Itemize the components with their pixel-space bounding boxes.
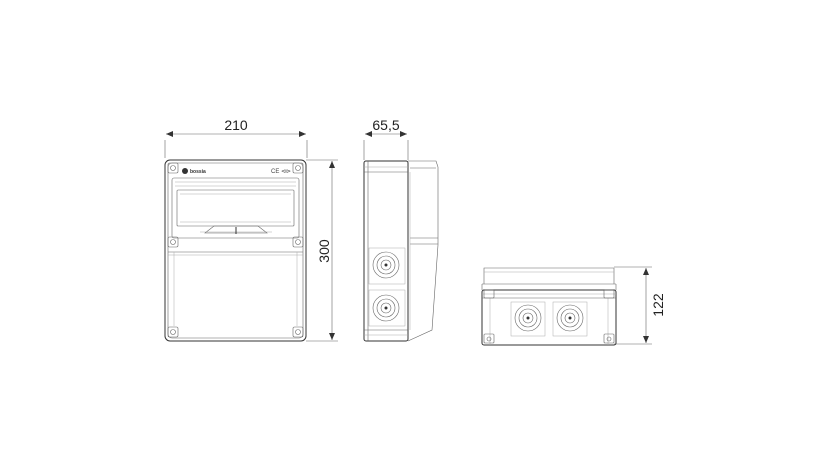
side-view: 65,5 [363, 117, 439, 342]
brand-logo-icon [182, 168, 188, 174]
certification-marks: CE ⊲⊳ [271, 169, 291, 175]
window-frame [171, 177, 300, 239]
side-height-dimension-label: 122 [650, 293, 666, 317]
cover-latch [204, 225, 268, 234]
side-lid-profile [407, 160, 439, 342]
width-dimension-label: 210 [224, 117, 248, 133]
front-body-inner [167, 162, 304, 339]
bottom-corner-screws [483, 289, 615, 344]
bottom-cable-gland-left [510, 301, 546, 337]
depth-dimension-label: 65,5 [372, 117, 399, 133]
bottom-view: 122 [481, 266, 666, 346]
side-body-outline [363, 160, 409, 342]
side-cable-gland-lower [368, 289, 406, 327]
bottom-body-outline [481, 289, 617, 346]
side-cable-gland-upper [368, 247, 406, 285]
front-corner-screws [167, 162, 304, 338]
front-view: 210 300 bossia CE ⊲⊳ [164, 117, 338, 342]
height-dimension-label: 300 [316, 239, 332, 263]
bottom-lid-band [483, 267, 615, 284]
brand-label: bossia [190, 169, 206, 175]
front-body-outline [164, 159, 307, 342]
transparent-cover [176, 189, 295, 227]
bottom-cable-gland-right [552, 301, 588, 337]
